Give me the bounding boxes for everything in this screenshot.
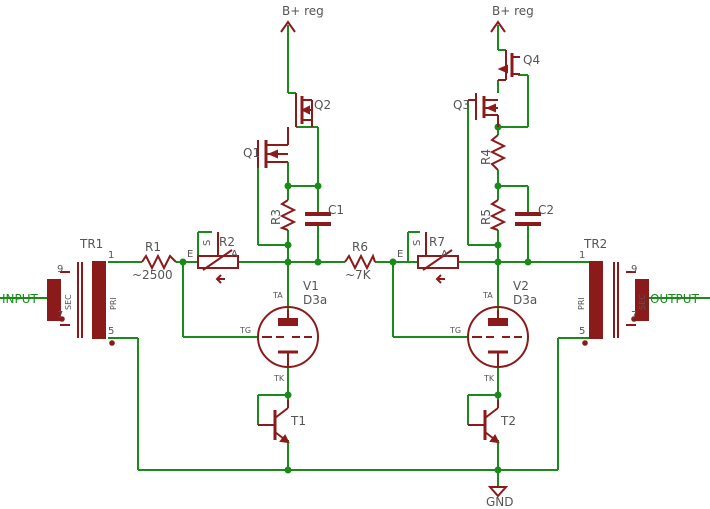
v2-type: D3a [513, 293, 537, 307]
tube-v2 [467, 306, 529, 368]
c2-label: C2 [538, 203, 554, 217]
tr2-pin9: 9 [631, 264, 637, 275]
transformer-tr1 [47, 261, 115, 346]
r2-pin-a: A [231, 249, 238, 260]
bplus-left-arrow [280, 20, 296, 33]
q2-label: Q2 [314, 98, 331, 112]
q3-label: Q3 [453, 98, 470, 112]
tr2-label: TR2 [583, 237, 607, 251]
transistor-t2 [468, 400, 500, 444]
transistor-t1 [258, 400, 290, 444]
c1-label: C1 [328, 203, 344, 217]
input-label: INPUT [2, 292, 39, 306]
r4-label: R4 [479, 149, 493, 165]
capacitor-c1 [305, 212, 331, 226]
resistor-r1 [141, 253, 177, 271]
bplus-left-label: B+ reg [282, 4, 324, 18]
tr1-pin7: 7 [57, 310, 63, 321]
gnd-label: GND [486, 495, 514, 509]
v1-label: V1 [303, 279, 319, 293]
tr1-sec-label: SEC [64, 294, 73, 310]
mosfet-q1 [257, 127, 289, 168]
v1-type: D3a [303, 293, 327, 307]
tr2-pri-label: PRI [577, 297, 586, 310]
resistor-r5 [489, 199, 507, 231]
q4-label: Q4 [523, 53, 540, 67]
junctions [179, 123, 532, 474]
tr2-sec-label: SEC [638, 294, 647, 310]
v2-pin-tg: TG [449, 326, 461, 335]
r2-label: R2 [219, 235, 235, 249]
r1-label: R1 [145, 240, 161, 254]
tube-v1 [257, 306, 319, 368]
r7-label: R7 [429, 235, 445, 249]
tr2-pin1: 1 [579, 250, 585, 261]
ground-symbol [487, 486, 509, 498]
r6-label: R6 [352, 240, 368, 254]
r5-label: R5 [479, 209, 493, 225]
r7-pin-e: E [397, 249, 403, 260]
tr2-pin7: 7 [631, 310, 637, 321]
r7-pin-a: A [441, 249, 448, 260]
v2-label: V2 [513, 279, 529, 293]
bplus-right-label: B+ reg [492, 4, 534, 18]
r2-pin-e: E [187, 249, 193, 260]
tr1-label: TR1 [79, 237, 103, 251]
v2-pin-tk: TK [483, 374, 495, 383]
potentiometer-r7 [417, 232, 459, 284]
output-label: OUTPUT [650, 292, 700, 306]
potentiometer-r2 [197, 232, 239, 284]
tr1-pin9: 9 [57, 264, 63, 275]
resistor-r4 [489, 134, 507, 171]
tr2-pin5: 5 [579, 326, 585, 337]
t1-label: T1 [290, 414, 306, 428]
r2-pin-s: S [202, 240, 213, 246]
wires [0, 25, 710, 487]
r1-value: ~2500 [132, 268, 173, 282]
tr1-pin1: 1 [108, 250, 114, 261]
t2-label: T2 [500, 414, 516, 428]
q1-label: Q1 [243, 146, 260, 160]
mosfet-q4 [497, 50, 520, 81]
resistor-r6 [344, 253, 376, 271]
r3-label: R3 [269, 209, 283, 225]
resistor-r3 [279, 199, 297, 231]
bplus-right-arrow [490, 20, 506, 33]
r6-value: ~7K [345, 268, 372, 282]
v1-pin-tk: TK [273, 374, 285, 383]
components [47, 20, 649, 498]
r7-pin-s: S [412, 240, 423, 246]
mosfet-q2 [295, 93, 313, 127]
v1-pin-ta: TA [272, 291, 283, 300]
tr1-pri-label: PRI [109, 297, 118, 310]
v1-pin-tg: TG [239, 326, 251, 335]
transformer-tr2 [582, 261, 649, 346]
tr1-pin5: 5 [108, 326, 114, 337]
mosfet-q3 [468, 93, 499, 127]
v2-pin-ta: TA [482, 291, 493, 300]
capacitor-c2 [515, 212, 541, 226]
